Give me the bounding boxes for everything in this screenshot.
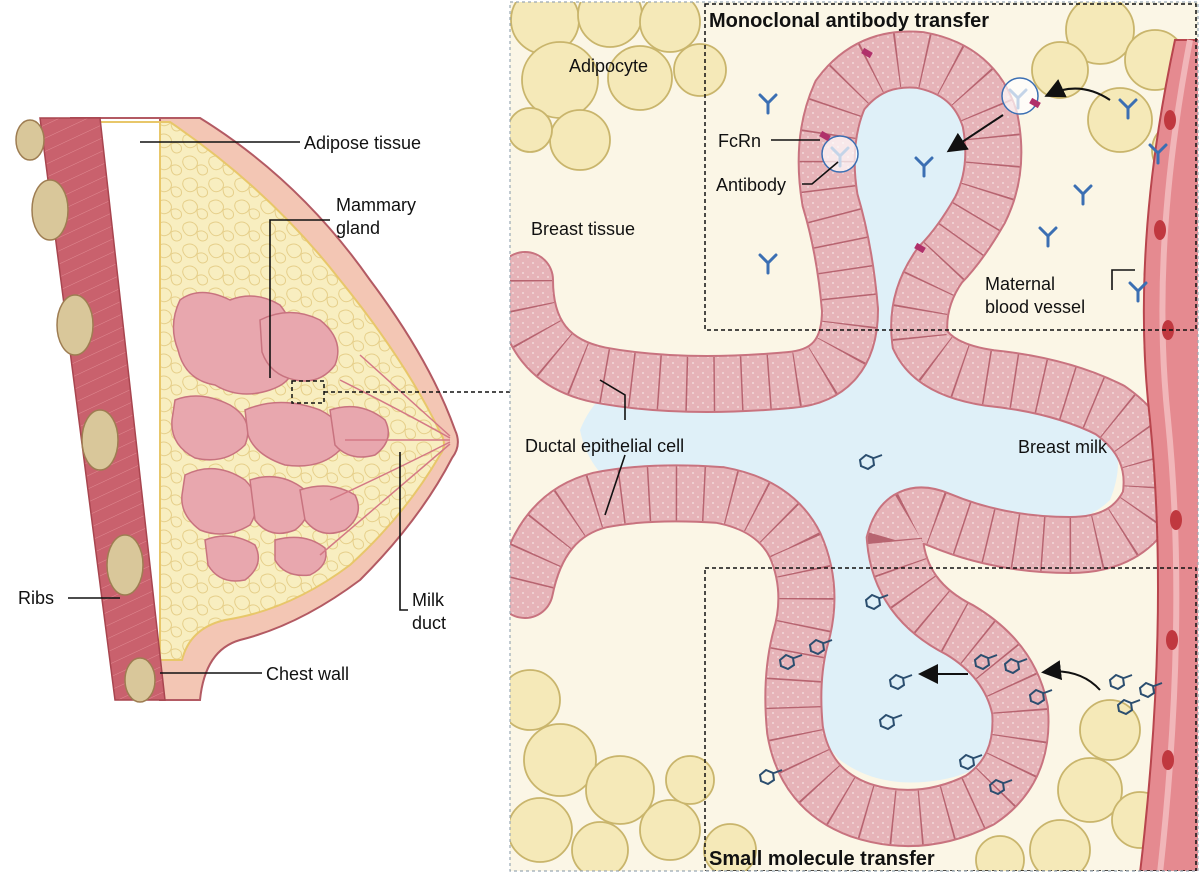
mammary-gland <box>171 291 390 582</box>
fcrn-receptors <box>819 47 1041 254</box>
ribs-group <box>15 119 156 703</box>
breast-anatomy <box>15 117 510 703</box>
maternal-blood-vessel <box>1139 39 1198 871</box>
label-milk-duct-line2: duct <box>412 613 446 633</box>
label-mammary-gland-line1: Mammary <box>336 195 416 215</box>
vesicle-2 <box>1001 77 1039 115</box>
label-milk-duct-line1: Milk <box>412 590 445 610</box>
breast-milk-lumen <box>580 68 1118 783</box>
title-small-molecule-transfer: Small molecule transfer <box>709 848 935 870</box>
adipocytes <box>510 2 1198 871</box>
adipose-tissue-region <box>100 121 445 661</box>
label-maternal-blood-vessel-line1: Maternal <box>985 274 1055 294</box>
label-ribs: Ribs <box>18 588 54 608</box>
small-molecule-box <box>704 567 1197 871</box>
monoclonal-box <box>704 3 1197 331</box>
right-leaders <box>599 139 1135 516</box>
label-mammary-gland-line2: gland <box>336 218 380 238</box>
ductal-epithelium <box>510 30 1181 847</box>
label-adipose-tissue: Adipose tissue <box>304 133 421 153</box>
label-fcrn: FcRn <box>718 131 761 151</box>
label-breast-milk: Breast milk <box>1018 437 1108 457</box>
milk-ducts <box>319 354 451 556</box>
label-ductal-epithelial-cell: Ductal epithelial cell <box>525 436 684 456</box>
transport-arrows <box>918 79 1111 691</box>
left-leaders <box>68 141 408 674</box>
label-adipocyte: Adipocyte <box>569 56 648 76</box>
zoom-panel <box>510 2 1198 871</box>
label-breast-tissue: Breast tissue <box>531 219 635 239</box>
title-monoclonal-antibody-transfer: Monoclonal antibody transfer <box>709 10 989 32</box>
vesicle-1 <box>821 135 859 173</box>
label-maternal-blood-vessel-line2: blood vessel <box>985 297 1085 317</box>
zoom-panel-border <box>509 1 1199 872</box>
label-antibody: Antibody <box>716 175 786 195</box>
small-molecules <box>758 453 1163 796</box>
label-chest-wall: Chest wall <box>266 664 349 684</box>
